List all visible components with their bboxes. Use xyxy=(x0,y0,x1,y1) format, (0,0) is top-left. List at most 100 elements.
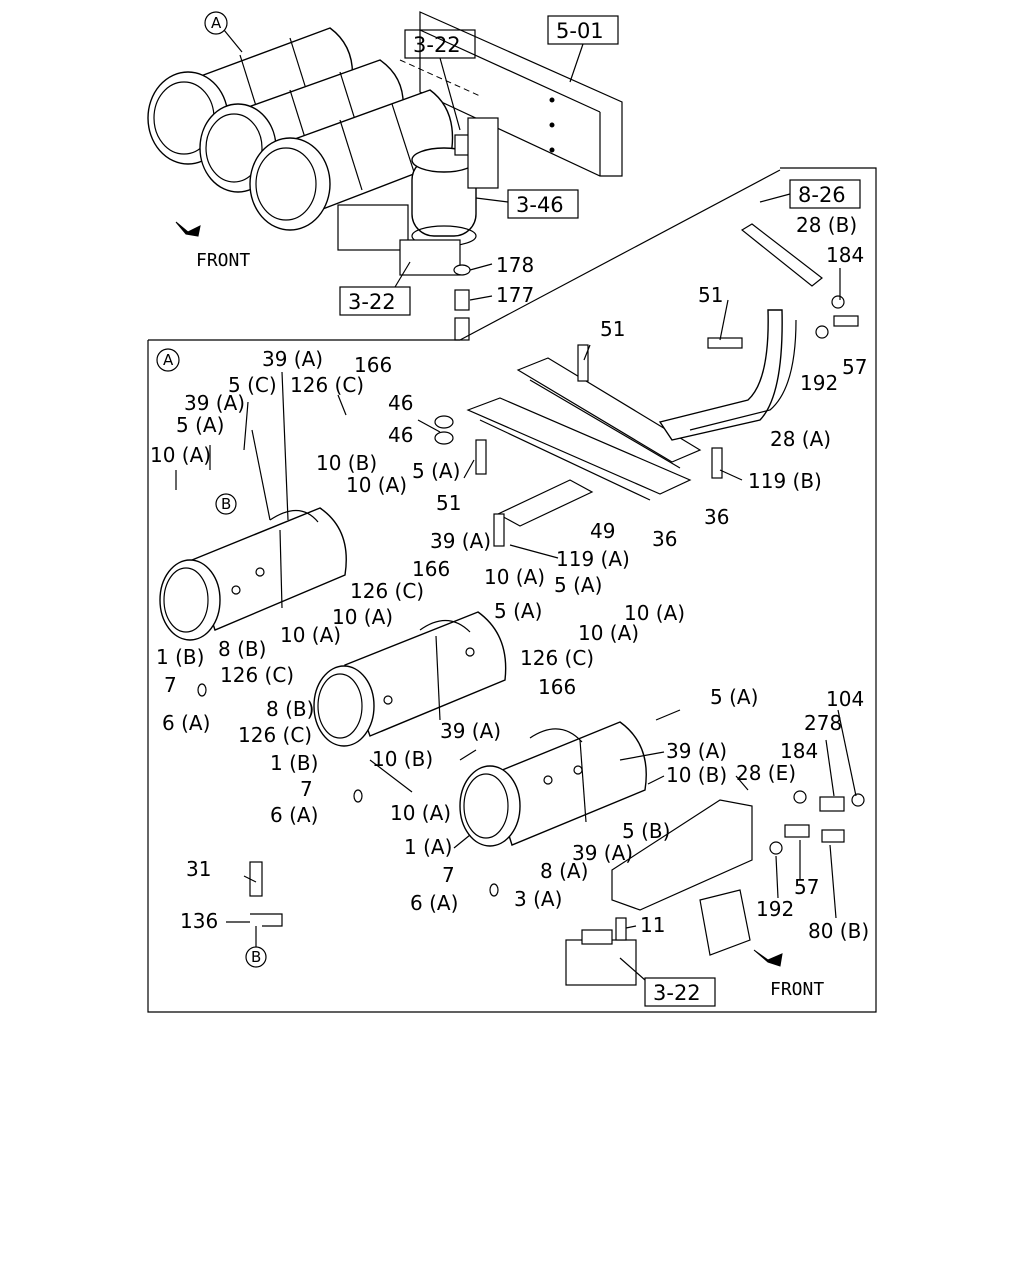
svg-text:278: 278 xyxy=(804,711,842,735)
svg-text:46: 46 xyxy=(388,391,413,415)
svg-text:39 (A): 39 (A) xyxy=(184,391,245,415)
svg-text:126 (C): 126 (C) xyxy=(238,723,312,747)
overview-refbox-3-22-top: 3-22 xyxy=(404,29,476,131)
svg-text:80 (B): 80 (B) xyxy=(808,919,869,943)
svg-text:126 (C): 126 (C) xyxy=(520,646,594,670)
svg-text:3-22: 3-22 xyxy=(653,981,701,1005)
svg-text:3-22: 3-22 xyxy=(413,33,461,57)
svg-text:5 (A): 5 (A) xyxy=(494,599,542,623)
svg-text:184: 184 xyxy=(780,739,818,763)
svg-text:10 (A): 10 (A) xyxy=(150,443,211,467)
svg-text:49: 49 xyxy=(590,519,615,543)
svg-text:10 (A): 10 (A) xyxy=(390,801,451,825)
svg-text:10 (A): 10 (A) xyxy=(346,473,407,497)
callout-b-1: B xyxy=(215,493,237,515)
svg-text:104: 104 xyxy=(826,687,864,711)
frame-rail xyxy=(399,11,623,177)
svg-text:10 (B): 10 (B) xyxy=(316,451,377,475)
overview-refbox-3-22-bottom: 3-22 xyxy=(339,261,411,316)
svg-text:7: 7 xyxy=(300,777,313,801)
overview-label-177: 177 xyxy=(496,283,534,307)
overview-refbox-5-01: 5-01 xyxy=(547,15,619,83)
leader-lines xyxy=(175,268,857,929)
detail-section: A 8-26 xyxy=(150,179,869,1007)
svg-text:5 (C): 5 (C) xyxy=(228,373,277,397)
svg-text:B: B xyxy=(251,948,261,966)
detail-refbox-3-22: 3-22 xyxy=(619,957,716,1007)
svg-text:3-46: 3-46 xyxy=(516,193,564,217)
svg-text:136: 136 xyxy=(180,909,218,933)
svg-text:31: 31 xyxy=(186,857,211,881)
overview-tank-3 xyxy=(249,89,454,231)
tank-1B-middle xyxy=(313,611,507,747)
svg-text:166: 166 xyxy=(538,675,576,699)
svg-text:6 (A): 6 (A) xyxy=(270,803,318,827)
svg-text:5 (A): 5 (A) xyxy=(412,459,460,483)
svg-text:10 (A): 10 (A) xyxy=(484,565,545,589)
svg-text:10 (A): 10 (A) xyxy=(578,621,639,645)
svg-text:184: 184 xyxy=(826,243,864,267)
svg-text:1 (B): 1 (B) xyxy=(270,751,318,775)
svg-text:5 (B): 5 (B) xyxy=(622,819,670,843)
svg-text:36: 36 xyxy=(652,527,677,551)
detail-front-label: FRONT xyxy=(770,979,824,1000)
svg-text:1 (A): 1 (A) xyxy=(404,835,452,859)
overview-valve-bracket xyxy=(337,117,499,276)
svg-text:192: 192 xyxy=(756,897,794,921)
svg-text:3-22: 3-22 xyxy=(348,290,396,314)
svg-text:46: 46 xyxy=(388,423,413,447)
svg-text:28 (E): 28 (E) xyxy=(736,761,796,785)
tank-1B-upper xyxy=(159,507,347,641)
svg-text:7: 7 xyxy=(164,673,177,697)
svg-text:126 (C): 126 (C) xyxy=(220,663,294,687)
svg-text:8 (A): 8 (A) xyxy=(540,859,588,883)
svg-text:6 (A): 6 (A) xyxy=(162,711,210,735)
overview-refbox-3-46: 3-46 xyxy=(475,189,579,219)
svg-text:51: 51 xyxy=(436,491,461,515)
tank-1A-lower xyxy=(459,721,647,847)
svg-text:10 (A): 10 (A) xyxy=(280,623,341,647)
svg-text:5 (A): 5 (A) xyxy=(554,573,602,597)
detail-front-arrow: FRONT xyxy=(753,949,824,1000)
svg-text:8 (B): 8 (B) xyxy=(218,637,266,661)
detail-labels: 39 (A) 166 5 (C) 126 (C) 39 (A) 5 (A) 46… xyxy=(150,213,869,943)
svg-text:57: 57 xyxy=(842,355,867,379)
drain-valves xyxy=(197,683,499,897)
svg-text:11: 11 xyxy=(640,913,665,937)
svg-text:10 (B): 10 (B) xyxy=(372,747,433,771)
svg-text:119 (B): 119 (B) xyxy=(748,469,822,493)
bracket-28B xyxy=(740,223,823,287)
detail-callout-a: A xyxy=(156,348,180,372)
svg-text:39 (A): 39 (A) xyxy=(666,739,727,763)
air-dryer xyxy=(411,134,478,247)
overview-callout-a: A xyxy=(204,11,243,53)
svg-text:51: 51 xyxy=(600,317,625,341)
overview-label-178: 178 xyxy=(496,253,534,277)
svg-text:8 (B): 8 (B) xyxy=(266,697,314,721)
svg-text:36: 36 xyxy=(704,505,729,529)
overview-front-label: FRONT xyxy=(196,250,250,271)
svg-text:126 (C): 126 (C) xyxy=(290,373,364,397)
svg-text:166: 166 xyxy=(412,557,450,581)
svg-text:39 (A): 39 (A) xyxy=(572,841,633,865)
svg-text:6 (A): 6 (A) xyxy=(410,891,458,915)
overview-parts-178-177 xyxy=(453,264,471,341)
svg-text:7: 7 xyxy=(442,863,455,887)
overview-front-arrow: FRONT xyxy=(175,221,250,271)
svg-text:A: A xyxy=(211,14,222,32)
svg-text:3 (A): 3 (A) xyxy=(514,887,562,911)
plate-49 xyxy=(496,479,594,527)
svg-text:119 (A): 119 (A) xyxy=(556,547,630,571)
bracket-28E xyxy=(611,799,753,956)
svg-text:57: 57 xyxy=(794,875,819,899)
callout-b-2: B xyxy=(245,926,267,968)
svg-text:B: B xyxy=(221,495,231,513)
svg-text:28 (A): 28 (A) xyxy=(770,427,831,451)
svg-text:39 (A): 39 (A) xyxy=(430,529,491,553)
svg-text:10 (B): 10 (B) xyxy=(666,763,727,787)
svg-text:126 (C): 126 (C) xyxy=(350,579,424,603)
svg-text:5 (A): 5 (A) xyxy=(710,685,758,709)
svg-text:39 (A): 39 (A) xyxy=(440,719,501,743)
detail-frame xyxy=(147,167,877,1013)
